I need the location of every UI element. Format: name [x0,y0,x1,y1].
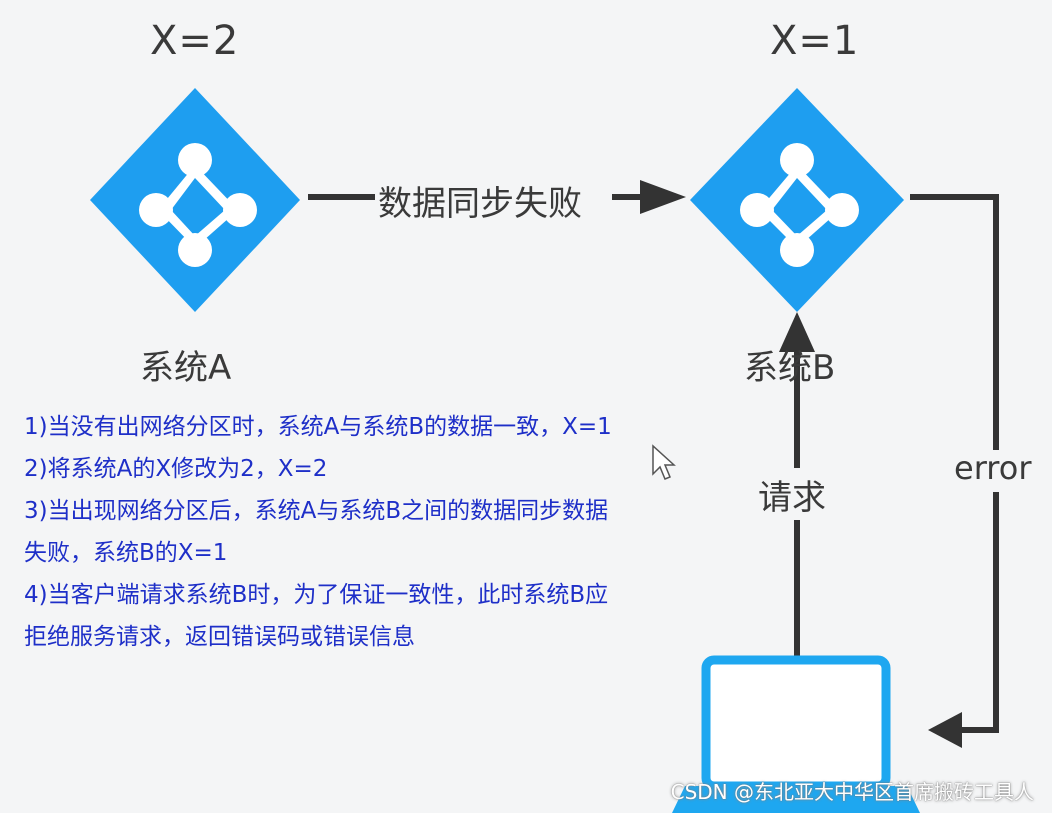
note-line: 2)将系统A的X修改为2，X=2 [24,456,328,482]
system-b-label: 系统B [744,348,836,388]
system-b-node [690,88,904,312]
request-edge-label: 请求 [758,478,826,518]
laptop-icon [672,655,920,813]
note-line: 3)当出现网络分区后，系统A与系统B之间的数据同步数据 [24,498,609,524]
watermark: CSDN @东北亚大中华区首席搬砖工具人 [670,780,1034,804]
request-arrowhead [779,312,815,352]
note-line: 失败，系统B的X=1 [24,540,228,566]
system-a-label: 系统A [140,348,232,388]
explanation-notes: 1)当没有出网络分区时，系统A与系统B的数据一致，X=1 2)将系统A的X修改为… [24,406,694,658]
request-edge [779,312,815,660]
note-line: 拒绝服务请求，返回错误码或错误信息 [24,624,415,650]
note-line: 4)当客户端请求系统B时，为了保证一致性，此时系统B应 [24,582,609,608]
note-line: 1)当没有出网络分区时，系统A与系统B的数据一致，X=1 [24,414,612,440]
mouse-cursor-icon [652,444,676,480]
error-edge [910,194,999,748]
system-b-x-value: X=1 [770,18,860,64]
error-edge-label: error [954,449,1032,487]
system-a-node [90,88,300,312]
sync-edge-label: 数据同步失败 [378,184,582,224]
network-node-icon [139,143,257,267]
error-arrowhead [928,712,962,748]
sync-arrowhead [640,180,686,214]
network-node-icon [740,143,859,267]
system-a-x-value: X=2 [150,18,240,64]
sync-edge [308,180,686,214]
